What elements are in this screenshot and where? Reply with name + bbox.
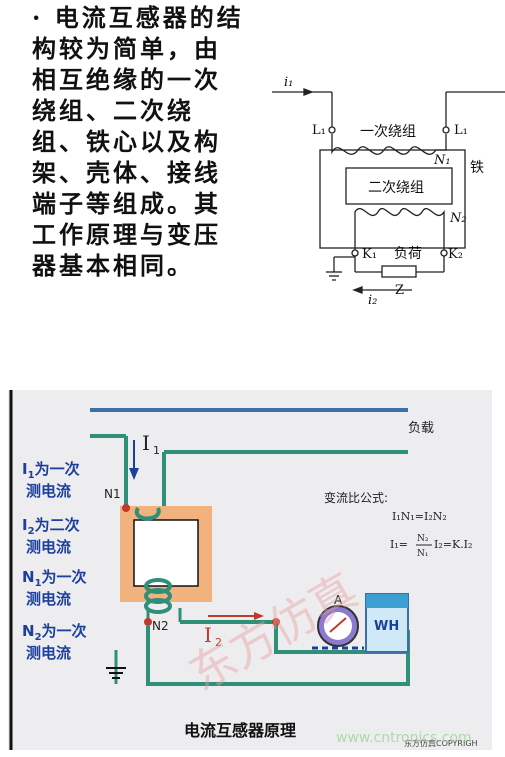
formula-2-num: N₂ [417,534,429,544]
label-load: 负荷 [394,246,422,262]
label-I1: I [142,431,150,455]
label-i2: i₂ [368,293,377,308]
ct-schematic: i₁ L₁ L₁ 一次绕组 N₁ 铁 二次绕组 N₂ K₁ 负荷 K₂ Z i₂ [272,75,505,308]
legend-item-4: N2为一次 [22,622,87,643]
legend: I1为一次 测电流 I2为二次 测电流 N1为一次 测电流 N2为一次 测电流 [22,460,87,662]
label-wh: WH [374,619,399,634]
formula-2-rhs: I₂=K.I₂ [434,538,472,551]
label-I2: I [204,623,212,647]
label-N1: N1 [104,487,121,501]
site-watermark: www.cntronics.com [336,730,472,746]
formula-title: 变流比公式: [324,490,388,505]
primary-coil [331,134,447,155]
i1-arrow [129,468,139,480]
caption: 电流互感器原理 [184,721,296,740]
copyright: 东方仿真COPYRIGH [404,738,478,748]
svg-text:测电流: 测电流 [26,482,71,500]
label-core: 铁 [470,160,484,176]
legend-item-1: I1为一次 [22,460,80,481]
label-I2-sub: 2 [215,636,222,649]
terminal-l1-left [328,126,336,134]
core-outer [319,149,466,249]
ct-principle-panel: 负载 I 1 N1 N2 I 2 I1为一次 测电流 I2为二次 测电流 N1为… [8,390,492,750]
label-ammeter: A [334,593,343,607]
svg-text:测电流: 测电流 [26,590,71,608]
core-inner [345,167,453,205]
label-secondary-winding: 二次绕组 [368,180,424,196]
secondary-coil [354,207,445,250]
terminal-n2 [144,618,152,626]
label-n1: N₁ [433,153,451,168]
i1-arrow [303,88,314,96]
terminal-k2 [440,249,448,257]
secondary-return [146,626,410,686]
label-N2: N2 [152,619,169,633]
load-resistor [381,265,417,278]
terminal-k1 [351,249,359,257]
bullet: · [32,3,44,32]
terminal-n1 [122,504,130,512]
label-i1: i₁ [284,75,293,90]
formula-2-lhs: I₁= [390,538,408,551]
i2-arrow [352,286,363,294]
legend-item-2: I2为二次 [22,516,80,537]
description-text: · 电流互感器的结构较为简单，由相互绝缘的一次绕组、二次绕组、铁心以及构架、壳体… [32,2,244,281]
label-n2: N₂ [449,211,467,226]
i2-arrow [254,612,264,620]
description-body: 电流互感器的结构较为简单，由相互绝缘的一次绕组、二次绕组、铁心以及构架、壳体、接… [32,3,244,280]
label-I1-sub: 1 [153,444,160,457]
label-primary-winding: 一次绕组 [360,124,416,140]
svg-text:测电流: 测电流 [26,538,71,556]
label-l1-right: L₁ [454,123,468,138]
label-k1: K₁ [362,247,377,262]
label-load: 负载 [408,421,434,436]
label-z: Z [395,283,404,298]
formula-2-den: N₁ [417,549,428,559]
formula-1: I₁N₁=I₂N₂ [392,510,447,523]
svg-text:测电流: 测电流 [26,644,71,662]
secondary-coil [144,578,172,614]
label-l1-left: L₁ [312,123,326,138]
label-k2: K₂ [448,247,463,262]
primary-coil [134,507,161,521]
legend-item-3: N1为一次 [22,568,87,589]
terminal-l1-right [442,126,450,134]
core-window [133,519,199,587]
